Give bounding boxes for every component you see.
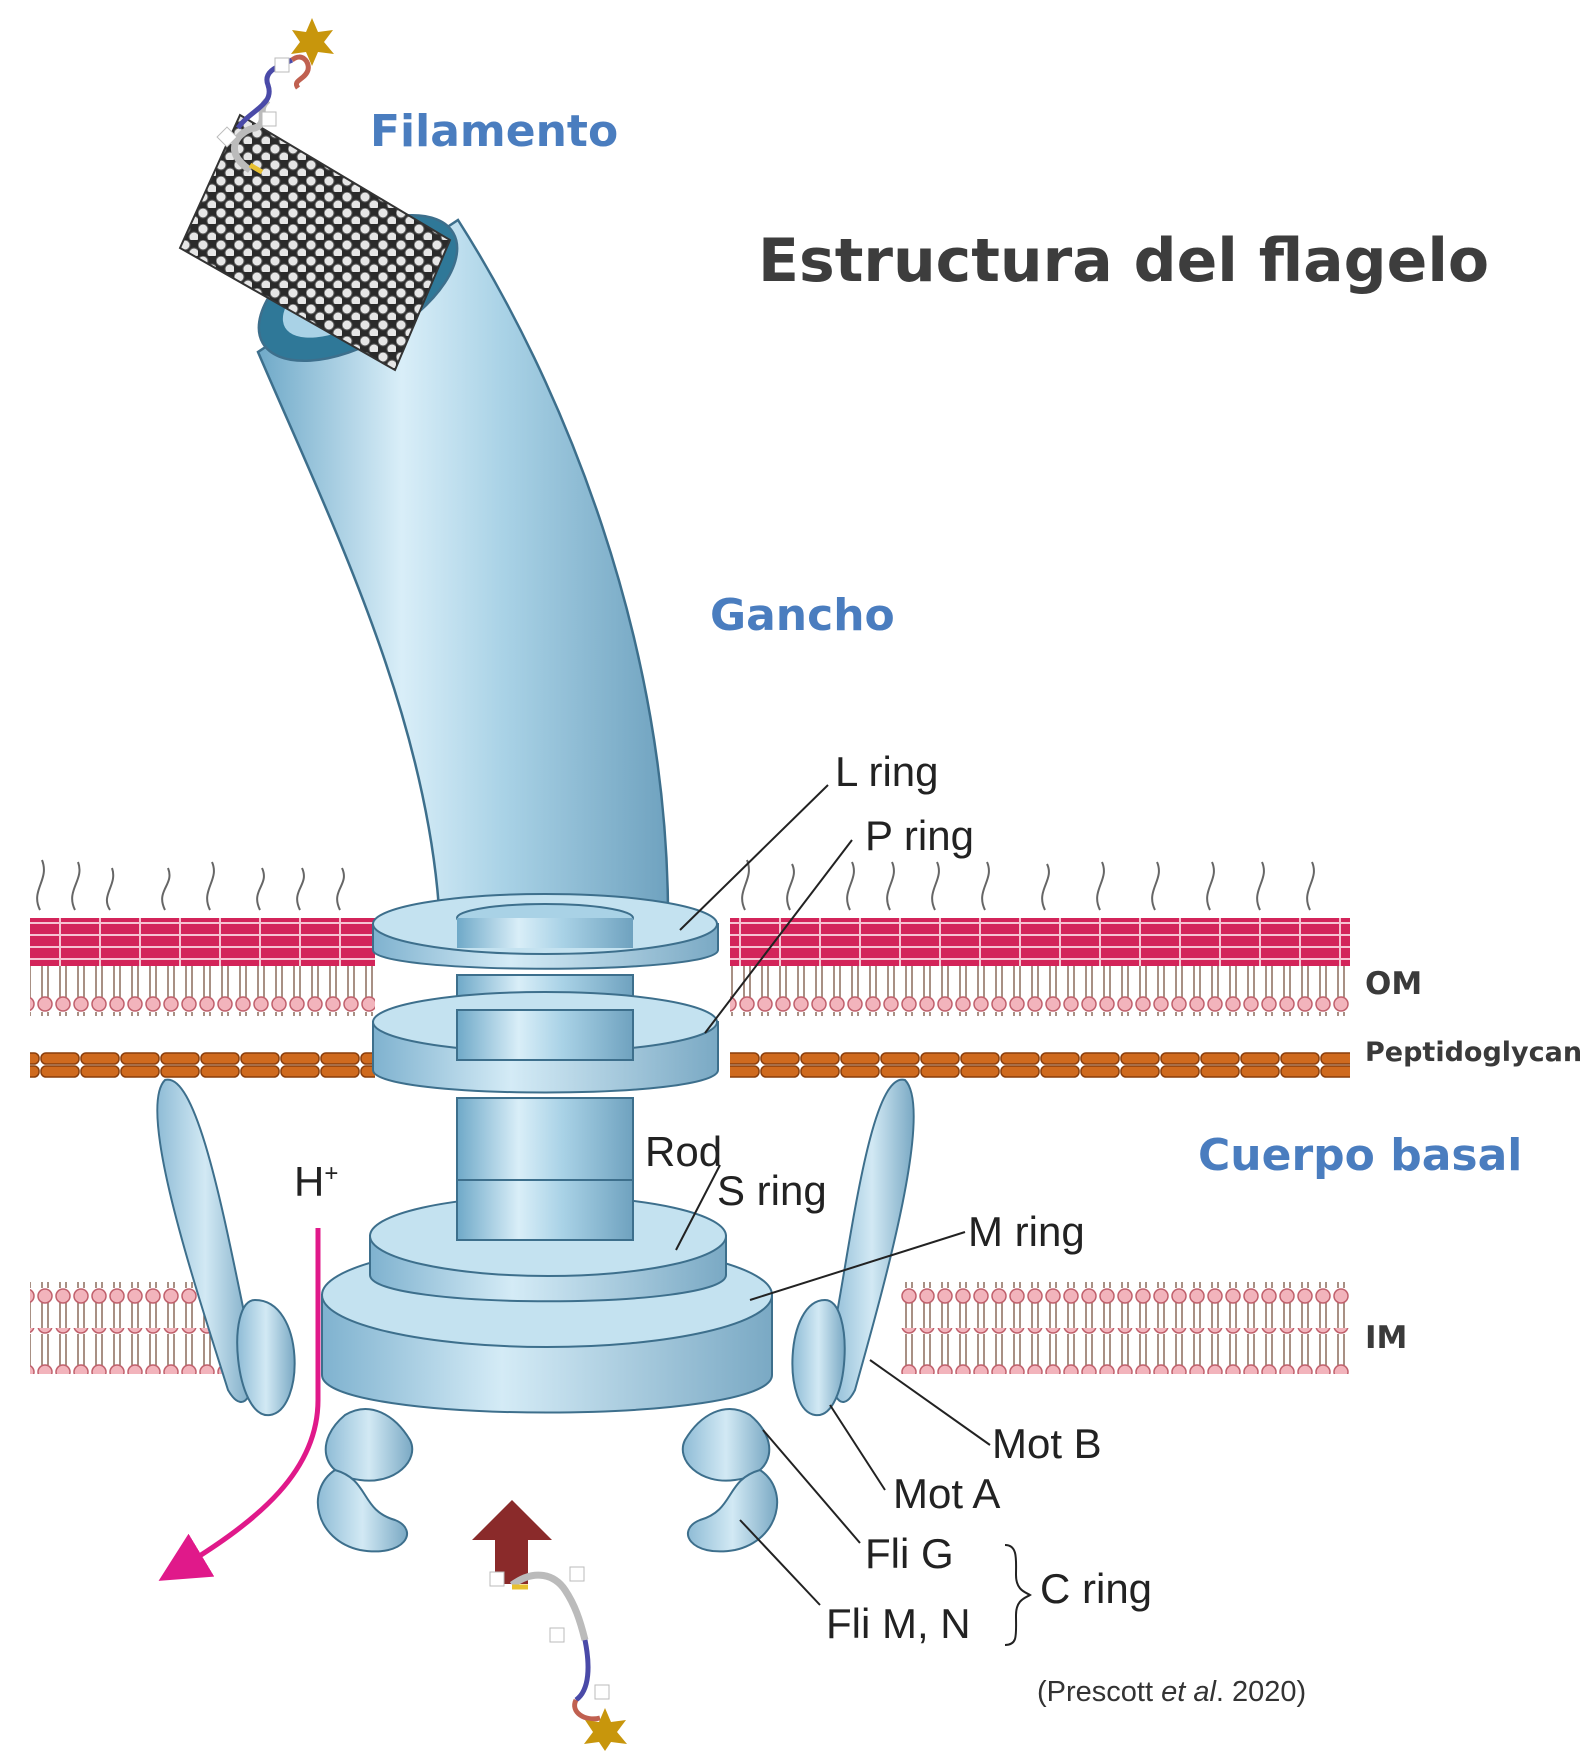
hook-label: Gancho [710, 590, 895, 641]
l-ring-shape [373, 894, 718, 969]
c-ring-label: C ring [1040, 1565, 1152, 1613]
fli-mn-label: Fli M, N [826, 1600, 971, 1648]
proton-base: H [294, 1158, 324, 1205]
p-ring-shape [373, 992, 718, 1093]
citation-pre: (Prescott [1037, 1676, 1161, 1708]
basal-body-label: Cuerpo basal [1198, 1130, 1522, 1181]
export-arrow [472, 1500, 552, 1584]
c-ring-shape [318, 1409, 777, 1551]
page-title: Estructura del flagelo [758, 226, 1489, 296]
flagellin-chain-bottom [490, 1567, 627, 1751]
p-ring-label: P ring [865, 812, 974, 860]
ms-ring-shape [322, 1180, 772, 1413]
peptidoglycan-label: Peptidoglycan [1365, 1037, 1582, 1068]
im-label: IM [1365, 1320, 1407, 1356]
rod-label: Rod [645, 1128, 722, 1176]
fli-g-label: Fli G [865, 1530, 954, 1578]
mot-a-label: Mot A [893, 1470, 1000, 1518]
proton-label: H+ [294, 1158, 338, 1206]
filament-label: Filamento [370, 106, 618, 157]
mot-b-label: Mot B [992, 1420, 1102, 1468]
s-ring-label: S ring [717, 1167, 827, 1215]
om-label: OM [1365, 966, 1422, 1002]
m-ring-label: M ring [968, 1208, 1085, 1256]
citation: (Prescott et al. 2020) [1037, 1676, 1306, 1709]
l-ring-label: L ring [835, 748, 939, 796]
citation-italic: et al [1161, 1676, 1216, 1708]
proton-sup: + [324, 1160, 338, 1187]
citation-post: . 2020) [1216, 1676, 1306, 1708]
